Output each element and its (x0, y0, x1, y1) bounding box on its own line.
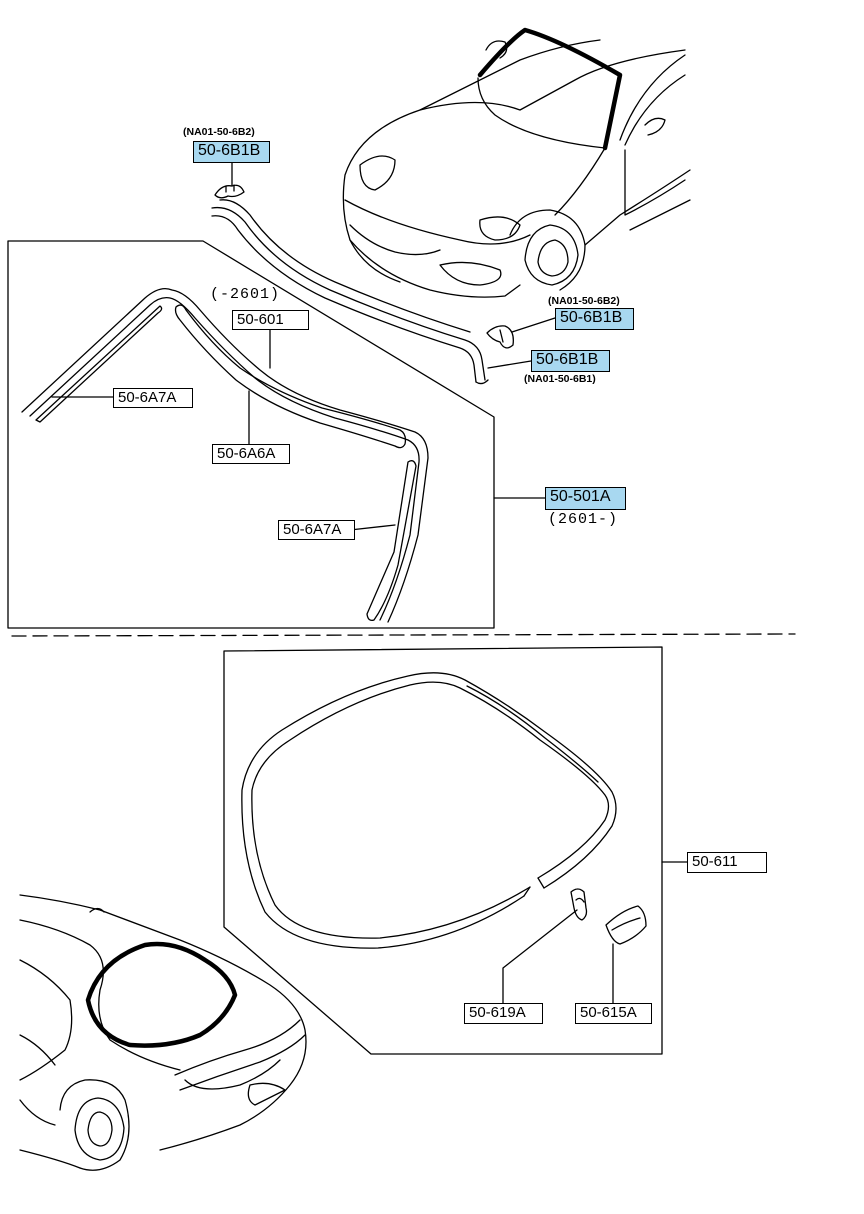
part-callout-side-strip-right[interactable]: 50-6A7A (278, 520, 355, 540)
front-car-illustration (342, 27, 691, 298)
rear-leader-lines (502, 861, 688, 1004)
part-callout-clip-right[interactable]: 50-6B1B (555, 308, 634, 330)
clip-top-ref: (NA01-50-6B2) (183, 126, 255, 138)
top-leader-lines (51, 161, 556, 531)
clip-right-ref: (NA01-50-6B2) (548, 295, 620, 307)
part-callout-upper-strip[interactable]: 50-6A6A (212, 444, 290, 464)
part-callout-rear-clip-b[interactable]: 50-615A (575, 1003, 652, 1024)
rear-clip-b-illustration (605, 905, 647, 945)
rear-window-seal (241, 672, 617, 949)
part-callout-rear-seal[interactable]: 50-611 (687, 852, 767, 873)
section-divider (11, 633, 796, 637)
windshield-molding-strip (211, 199, 489, 385)
windshield-seal-parts (21, 287, 429, 623)
rear-clip-a-illustration (570, 888, 588, 921)
part-callout-clip-end[interactable]: 50-6B1B (531, 350, 610, 372)
windshield-kit-range: (2601-) (548, 511, 619, 528)
part-callout-clip-top[interactable]: 50-6B1B (193, 141, 270, 163)
rear-seal-frame (223, 646, 663, 1055)
part-callout-molding[interactable]: 50-601 (232, 310, 309, 330)
part-callout-windshield-kit[interactable]: 50-501A (545, 487, 626, 510)
part-callout-rear-clip-a[interactable]: 50-619A (464, 1003, 543, 1024)
clip-top-illustration (214, 184, 245, 199)
part-callout-side-strip-left[interactable]: 50-6A7A (113, 388, 193, 408)
clip-right-illustration (486, 325, 514, 349)
windshield-kit-frame (7, 240, 495, 629)
rear-car-illustration (19, 894, 307, 1171)
molding-range: (-2601) (210, 286, 281, 303)
clip-end-ref: (NA01-50-6B1) (524, 373, 596, 385)
